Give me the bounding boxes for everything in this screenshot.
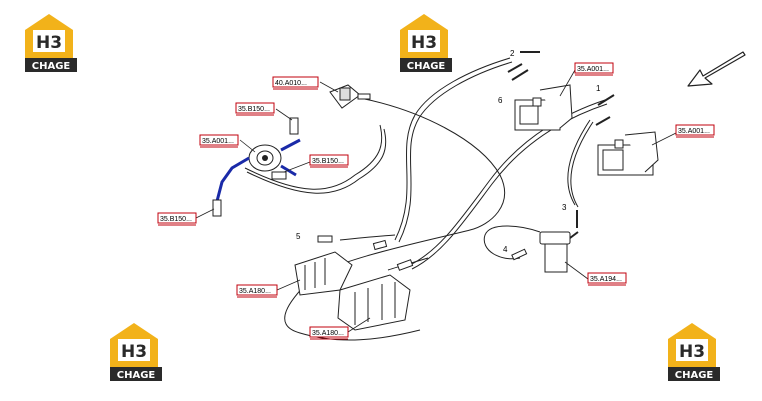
logo-mark: H3	[679, 342, 705, 362]
brand-logo-top-left: H3 CHAGE	[25, 14, 77, 72]
item-number-5: 5	[296, 232, 301, 241]
brand-logo-bottom-left: H3 CHAGE	[110, 323, 162, 381]
callout-40-a010[interactable]: 40.A010...	[272, 76, 319, 90]
callout-label: 35.B150...	[160, 216, 192, 223]
item-number-6: 6	[498, 96, 503, 105]
hydraulic-pump-right	[595, 94, 659, 176]
callout-35-a180-bottom[interactable]: 35.A180...	[309, 326, 349, 340]
callout-35-a001-right[interactable]: 35.A001...	[675, 124, 715, 138]
callout-label: 35.A001...	[678, 128, 710, 135]
logo-text: CHAGE	[117, 370, 156, 381]
brand-logo-bottom-right: H3 CHAGE	[668, 323, 720, 381]
item-number-2: 2	[510, 49, 515, 58]
brand-logo-top-center: H3 CHAGE	[400, 14, 452, 72]
callout-label: 35.A180...	[239, 288, 271, 295]
callout-label: 35.A180...	[312, 330, 344, 337]
item-number-1: 1	[596, 84, 601, 93]
callout-label: 35.B150...	[238, 106, 270, 113]
callout-35-a001-left[interactable]: 35.A001...	[199, 134, 239, 148]
item-number-3: 3	[562, 203, 567, 212]
callout-35-a180-left[interactable]: 35.A180...	[236, 284, 278, 298]
valve-assembly-left	[212, 117, 301, 217]
callout-label: 35.A001...	[202, 138, 234, 145]
logo-text: CHAGE	[407, 61, 446, 72]
hydraulic-filter	[511, 210, 579, 273]
callout-label: 40.A010...	[275, 80, 307, 87]
callout-label: 35.A194...	[590, 276, 622, 283]
logo-text: CHAGE	[675, 370, 714, 381]
control-valve-bank-right	[337, 239, 414, 331]
callout-35-a194[interactable]: 35.A194...	[587, 272, 627, 286]
logo-mark: H3	[411, 33, 437, 53]
logo-mark: H3	[36, 33, 62, 53]
callout-35-b150-top[interactable]: 35.B150...	[235, 102, 275, 116]
callout-label: 35.A001...	[577, 66, 609, 73]
logo-mark: H3	[121, 342, 147, 362]
control-valve-small	[329, 84, 371, 109]
logo-text: CHAGE	[32, 61, 71, 72]
item-number-4: 4	[503, 245, 508, 254]
callout-label: 35.B150...	[312, 158, 344, 165]
callout-35-a001-top[interactable]: 35.A001...	[574, 62, 614, 76]
arrow-down-left-icon	[687, 51, 746, 87]
control-valve-bank-left	[294, 235, 353, 296]
leader-lines	[195, 69, 677, 333]
hydraulic-pump-top	[507, 51, 573, 131]
callout-35-b150-bottom[interactable]: 35.B150...	[157, 212, 197, 226]
callout-35-b150-mid[interactable]: 35.B150...	[309, 154, 349, 168]
